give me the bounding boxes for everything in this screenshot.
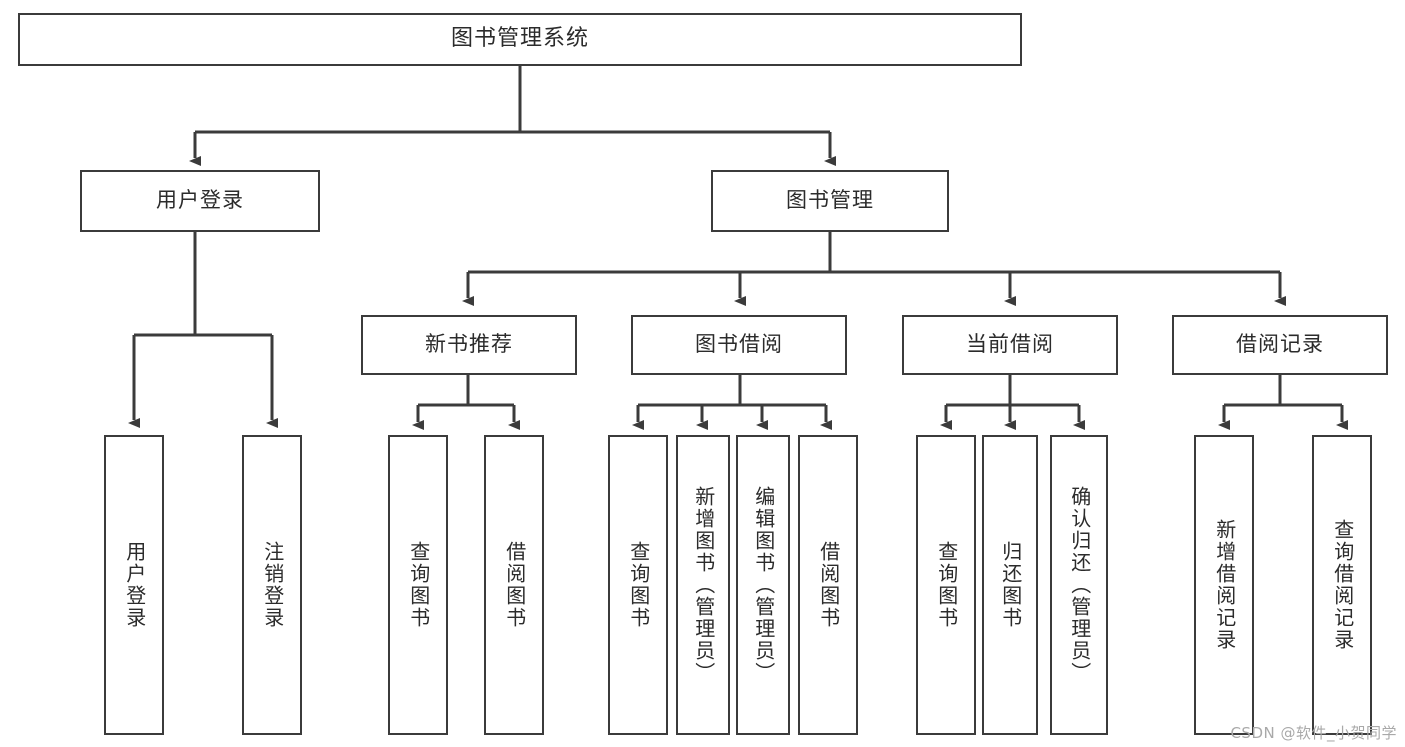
node-borrow-record[interactable]: 借阅记录 (1172, 315, 1388, 375)
node-user-login[interactable]: 用户登录 (80, 170, 320, 232)
leaf-current-borrow-confirm-return[interactable]: 确认归还（管理员） (1050, 435, 1108, 735)
node-label: 当前借阅 (966, 332, 1054, 357)
leaf-label: 查询图书 (626, 541, 651, 629)
leaf-label: 编辑图书（管理员） (751, 486, 776, 684)
leaf-label: 注销登录 (260, 541, 285, 629)
leaf-book-borrow-query[interactable]: 查询图书 (608, 435, 668, 735)
watermark: CSDN @软件_小贺同学 (1230, 724, 1397, 742)
node-label: 借阅记录 (1236, 332, 1324, 357)
leaf-book-borrow-lend[interactable]: 借阅图书 (798, 435, 858, 735)
leaf-label: 新增图书（管理员） (691, 486, 716, 684)
leaf-current-borrow-return[interactable]: 归还图书 (982, 435, 1038, 735)
node-label: 用户登录 (156, 188, 244, 213)
leaf-borrow-record-add[interactable]: 新增借阅记录 (1194, 435, 1254, 735)
leaf-label: 确认归还（管理员） (1067, 486, 1092, 684)
leaf-book-borrow-edit[interactable]: 编辑图书（管理员） (736, 435, 790, 735)
leaf-label: 查询图书 (406, 541, 431, 629)
leaf-current-borrow-query[interactable]: 查询图书 (916, 435, 976, 735)
leaf-label: 归还图书 (998, 541, 1023, 629)
node-book-management[interactable]: 图书管理 (711, 170, 949, 232)
node-book-borrow[interactable]: 图书借阅 (631, 315, 847, 375)
node-current-borrow[interactable]: 当前借阅 (902, 315, 1118, 375)
node-label: 图书借阅 (695, 332, 783, 357)
leaf-user-login-login[interactable]: 用户登录 (104, 435, 164, 735)
leaf-label: 用户登录 (122, 541, 147, 629)
node-label: 新书推荐 (425, 332, 513, 357)
leaf-new-book-query[interactable]: 查询图书 (388, 435, 448, 735)
leaf-new-book-borrow[interactable]: 借阅图书 (484, 435, 544, 735)
node-book-management-system[interactable]: 图书管理系统 (18, 13, 1022, 66)
leaf-label: 借阅图书 (502, 541, 527, 629)
node-label: 图书管理 (786, 188, 874, 213)
leaf-user-login-logout[interactable]: 注销登录 (242, 435, 302, 735)
leaf-label: 查询借阅记录 (1330, 519, 1355, 651)
leaf-label: 借阅图书 (816, 541, 841, 629)
leaf-label: 查询图书 (934, 541, 959, 629)
node-new-book-recommend[interactable]: 新书推荐 (361, 315, 577, 375)
leaf-label: 新增借阅记录 (1212, 519, 1237, 651)
node-label: 图书管理系统 (450, 26, 589, 52)
leaf-book-borrow-add[interactable]: 新增图书（管理员） (676, 435, 730, 735)
leaf-borrow-record-query[interactable]: 查询借阅记录 (1312, 435, 1372, 735)
